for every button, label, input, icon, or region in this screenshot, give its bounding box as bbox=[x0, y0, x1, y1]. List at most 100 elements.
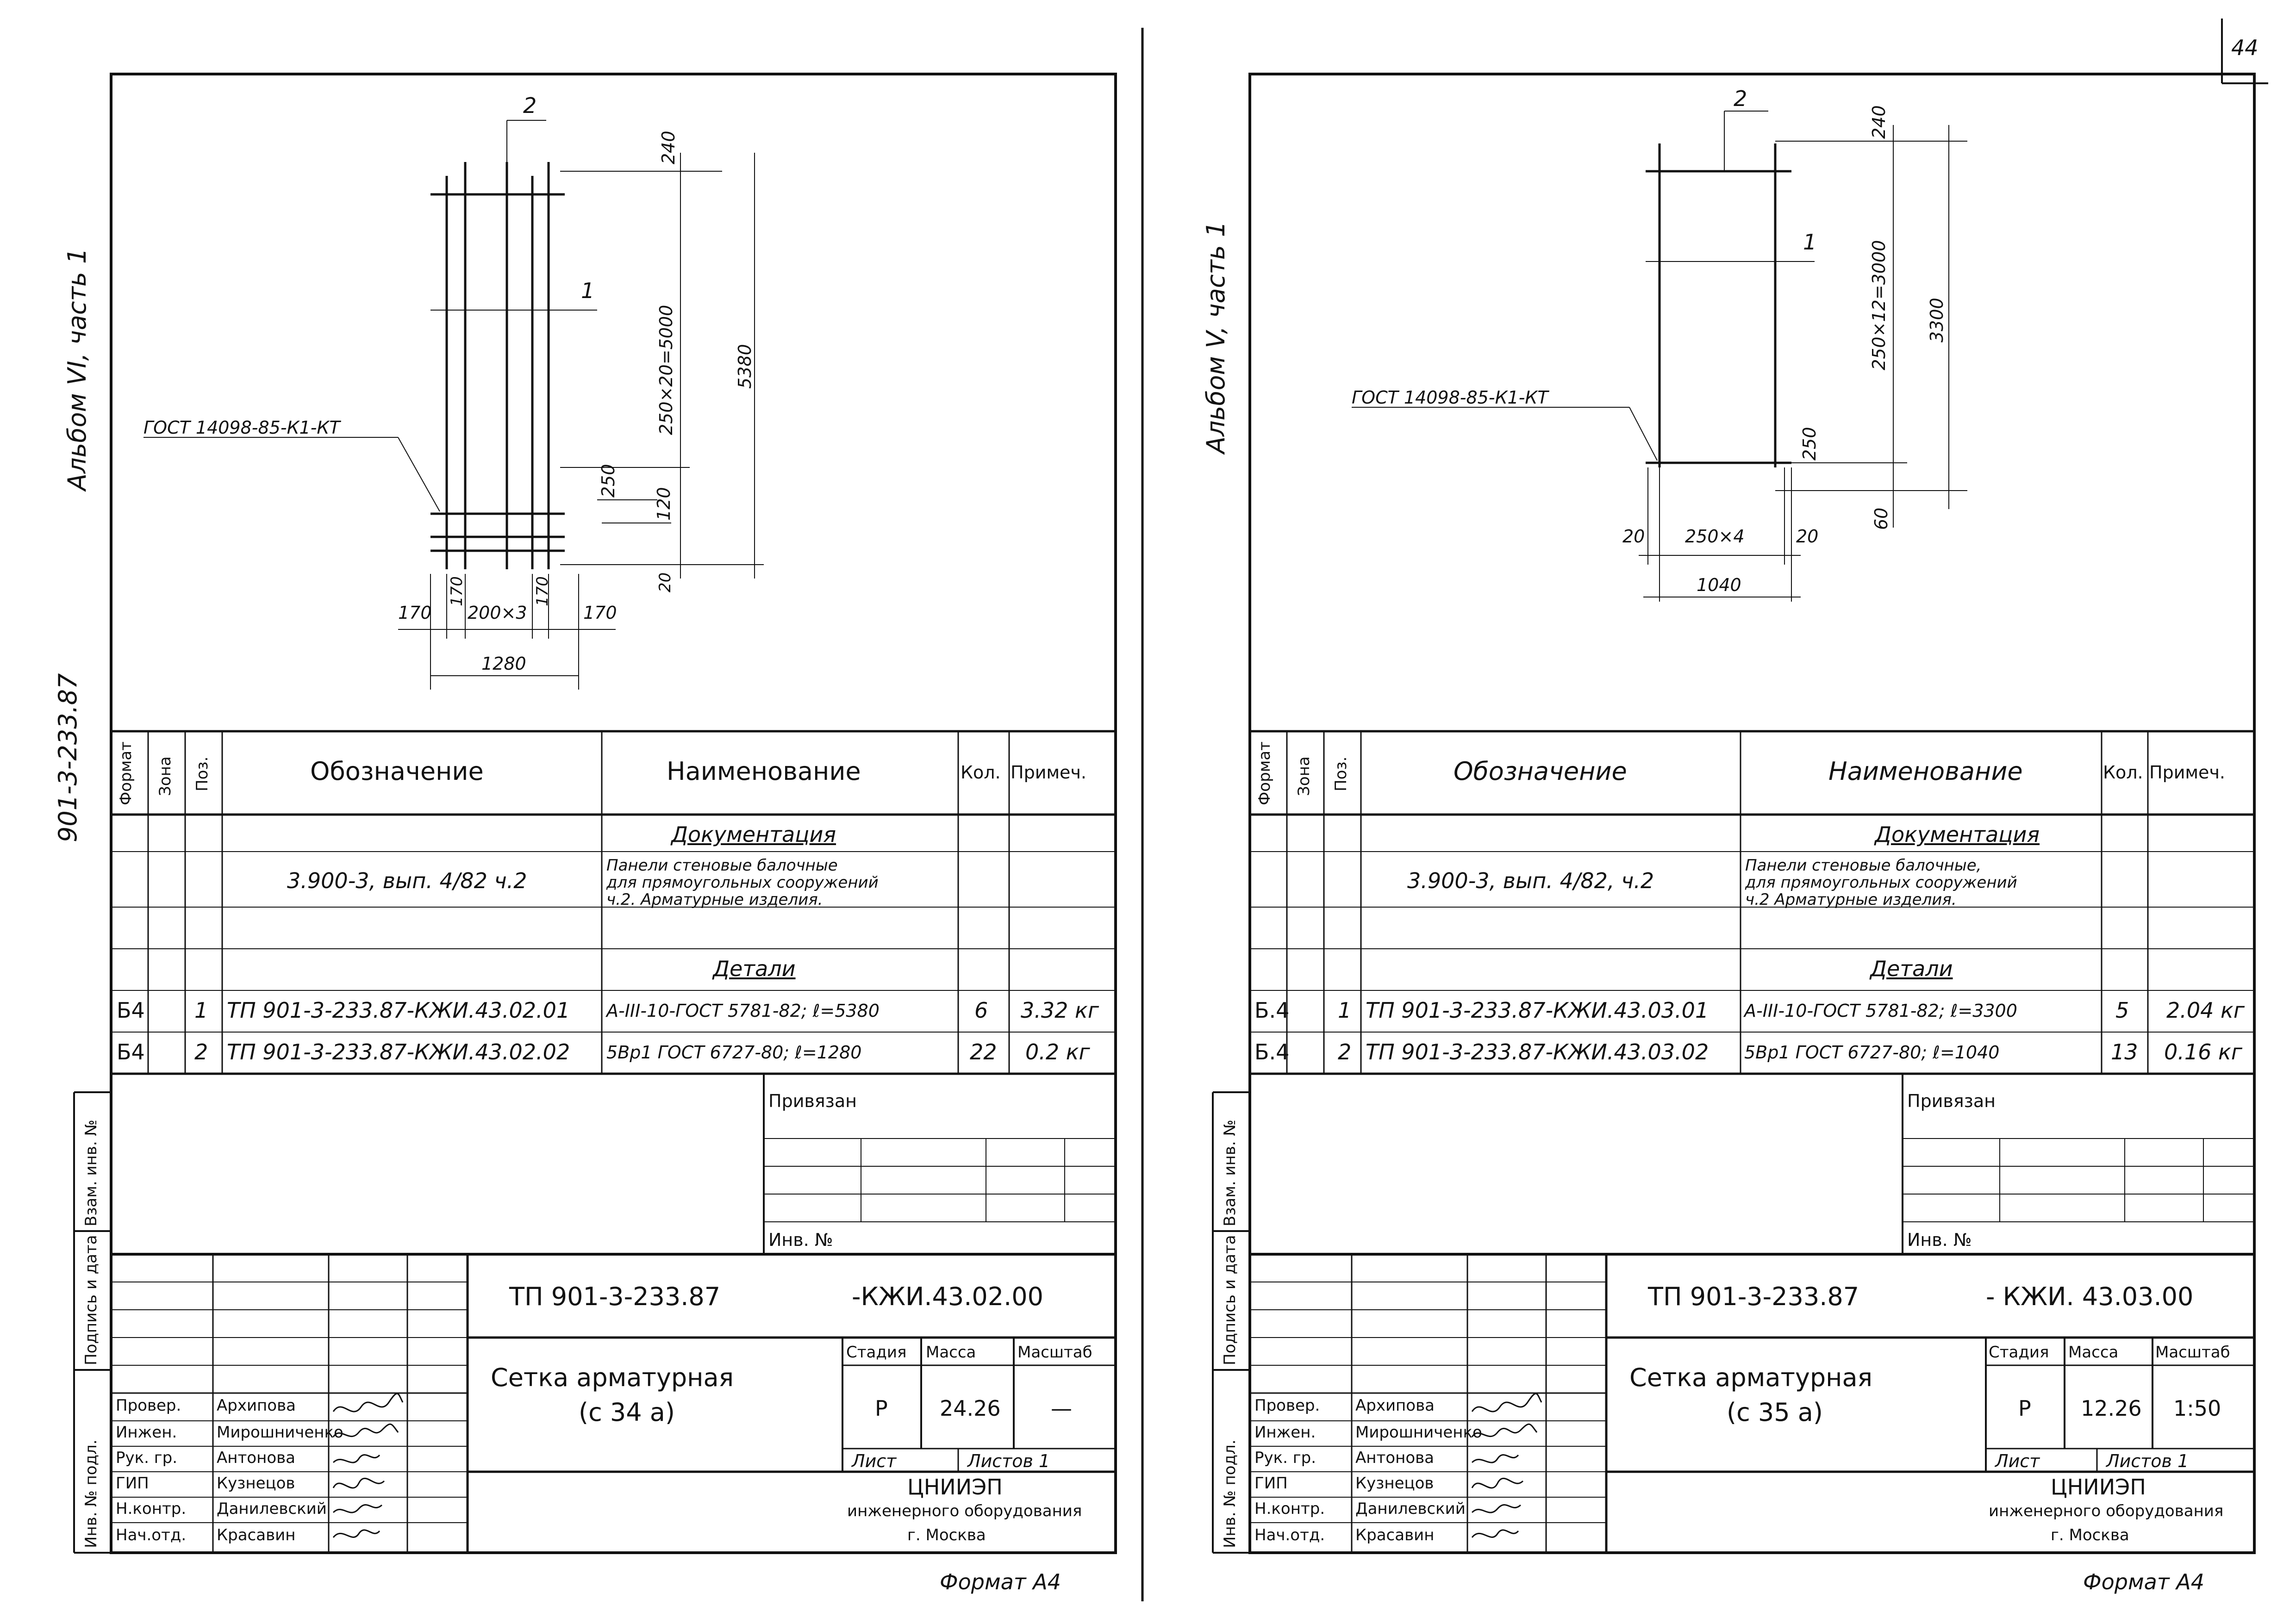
doc-designation: 3.900-3, вып. 4/82, ч.2 bbox=[1407, 868, 1654, 893]
row-note: 2.04 кг bbox=[2166, 998, 2245, 1023]
drawing-title-line-2: (с 35 а) bbox=[1727, 1398, 1823, 1427]
stage-header: Стадия bbox=[1989, 1343, 2049, 1362]
row-name: A-III-10-ГОСТ 5781-82; ℓ=5380 bbox=[606, 1001, 880, 1021]
row-pos: 1 bbox=[194, 998, 208, 1023]
sheet-label: Лист bbox=[1995, 1451, 2040, 1471]
section-details: Детали bbox=[1870, 956, 1953, 981]
dim-200x3: 200×3 bbox=[468, 603, 527, 623]
signature-role: Нач.отд. bbox=[1254, 1526, 1325, 1544]
stage-header: Стадия bbox=[846, 1343, 907, 1362]
section-details: Детали bbox=[713, 956, 796, 981]
pos-label-1: 1 bbox=[581, 278, 595, 303]
signature-role: ГИП bbox=[116, 1474, 149, 1493]
signature-role: Инжен. bbox=[116, 1423, 177, 1442]
signature-name: Данилевский bbox=[1355, 1500, 1466, 1518]
doc-name-line-1: Панели стеновые балочные, bbox=[1745, 856, 1982, 875]
header-name: Наименование bbox=[667, 757, 861, 786]
dim-250x4: 250×4 bbox=[1685, 526, 1745, 547]
dim-170-a: 170 bbox=[398, 603, 432, 623]
signature-name: Кузнецов bbox=[217, 1474, 295, 1493]
mass-value: 12.26 bbox=[2081, 1396, 2142, 1421]
signature-name: Красавин bbox=[1355, 1526, 1435, 1544]
section-documentation: Документация bbox=[1875, 822, 2040, 847]
row-designation: ТП 901-3-233.87-КЖИ.43.02.02 bbox=[227, 1039, 570, 1064]
org-name-line-3: г. Москва bbox=[2051, 1526, 2129, 1544]
doc-name-line-2: для прямоугольных сооружений bbox=[1745, 873, 2017, 892]
page-number: 44 bbox=[2231, 35, 2259, 60]
stage-value: Р bbox=[2018, 1396, 2031, 1421]
row-designation: ТП 901-3-233.87-КЖИ.43.03.01 bbox=[1366, 998, 1709, 1023]
org-name-line-1: ЦНИИЭП bbox=[2051, 1475, 2146, 1500]
stage-value: Р bbox=[875, 1396, 888, 1421]
scale-header: Масштаб bbox=[2155, 1343, 2230, 1362]
row-pos: 2 bbox=[1338, 1039, 1352, 1064]
row-note: 0.16 кг bbox=[2164, 1039, 2242, 1064]
pos-label-2: 2 bbox=[1734, 86, 1747, 111]
pos-label-1: 1 bbox=[1803, 230, 1817, 255]
row-pos: 1 bbox=[1338, 998, 1352, 1023]
signature-name: Данилевский bbox=[217, 1500, 327, 1518]
row-qty: 13 bbox=[2111, 1039, 2138, 1064]
sheets-count-label: Листов 1 bbox=[967, 1451, 1050, 1471]
doc-code: ТП 901-3-233.87 bbox=[1648, 1282, 1859, 1311]
drawing-title-line-1: Сетка арматурная bbox=[1629, 1363, 1873, 1392]
header-note: Примеч. bbox=[2149, 762, 2225, 783]
header-qty: Кол. bbox=[2103, 762, 2143, 783]
row-qty: 6 bbox=[974, 998, 988, 1023]
dim-20-left: 20 bbox=[1622, 526, 1645, 547]
signature-name: Архипова bbox=[1355, 1396, 1435, 1415]
pos-label-2: 2 bbox=[523, 93, 537, 118]
row-designation: ТП 901-3-233.87-КЖИ.43.02.01 bbox=[227, 998, 570, 1023]
signature-name: Кузнецов bbox=[1355, 1474, 1434, 1493]
signature-name: Мирошниченко bbox=[1355, 1423, 1482, 1442]
sheet-label: Лист bbox=[852, 1451, 897, 1471]
row-qty: 5 bbox=[2115, 998, 2129, 1023]
org-name-line-3: г. Москва bbox=[907, 1526, 986, 1544]
doc-name-line-2: для прямоугольных сооружений bbox=[606, 873, 879, 892]
dim-20-right: 20 bbox=[1796, 526, 1819, 547]
signature-role: ГИП bbox=[1254, 1474, 1288, 1493]
signature-role: Н.контр. bbox=[1254, 1500, 1325, 1518]
privyazan-label: Привязан bbox=[1907, 1091, 1996, 1111]
signature-name: Красавин bbox=[217, 1526, 296, 1544]
doc-name-line-3: ч.2 Арматурные изделия. bbox=[1745, 890, 1957, 909]
row-format: Б.4 bbox=[1254, 998, 1290, 1023]
signature-name: Антонова bbox=[1355, 1449, 1434, 1467]
doc-designation: 3.900-3, вып. 4/82 ч.2 bbox=[287, 868, 527, 893]
signature-role: Н.контр. bbox=[116, 1500, 187, 1518]
doc-code: ТП 901-3-233.87 bbox=[509, 1282, 721, 1311]
doc-name-line-3: ч.2. Арматурные изделия. bbox=[606, 890, 823, 909]
row-name: 5Вр1 ГОСТ 6727-80; ℓ=1040 bbox=[1744, 1042, 2000, 1063]
row-name: A-III-10-ГОСТ 5781-82; ℓ=3300 bbox=[1744, 1001, 2017, 1021]
row-note: 3.32 кг bbox=[1021, 998, 1099, 1023]
signature-role: Нач.отд. bbox=[116, 1526, 187, 1544]
inv-number-label: Инв. № bbox=[768, 1230, 833, 1250]
scale-header: Масштаб bbox=[1017, 1343, 1092, 1362]
row-note: 0.2 кг bbox=[1025, 1039, 1090, 1064]
scale-value: 1:50 bbox=[2173, 1396, 2221, 1421]
row-designation: ТП 901-3-233.87-КЖИ.43.03.02 bbox=[1366, 1039, 1709, 1064]
signature-role: Провер. bbox=[1254, 1396, 1320, 1415]
header-designation: Обозначение bbox=[1454, 757, 1627, 786]
header-qty: Кол. bbox=[961, 762, 1001, 783]
signature-role: Инжен. bbox=[1254, 1423, 1316, 1442]
mass-header: Масса bbox=[2068, 1343, 2119, 1362]
gost-label: ГОСТ 14098-85-К1-КТ bbox=[1352, 387, 1548, 408]
org-name-line-2: инженерного оборудования bbox=[847, 1502, 1082, 1520]
signature-name: Антонова bbox=[217, 1449, 295, 1467]
dim-170-d: 170 bbox=[583, 603, 617, 623]
dim-1280: 1280 bbox=[481, 653, 526, 674]
format-label: Формат А4 bbox=[940, 1569, 1061, 1594]
row-format: Б4 bbox=[117, 1039, 145, 1064]
drawing-title-line-2: (с 34 а) bbox=[579, 1398, 675, 1427]
signature-role: Провер. bbox=[116, 1396, 181, 1415]
org-name-line-1: ЦНИИЭП bbox=[907, 1475, 1003, 1500]
doc-code-suffix: -КЖИ.43.02.00 bbox=[852, 1282, 1044, 1311]
signature-role: Рук. гр. bbox=[1254, 1449, 1316, 1467]
format-label: Формат А4 bbox=[2083, 1569, 2204, 1594]
org-name-line-2: инженерного оборудования bbox=[1989, 1502, 2224, 1520]
